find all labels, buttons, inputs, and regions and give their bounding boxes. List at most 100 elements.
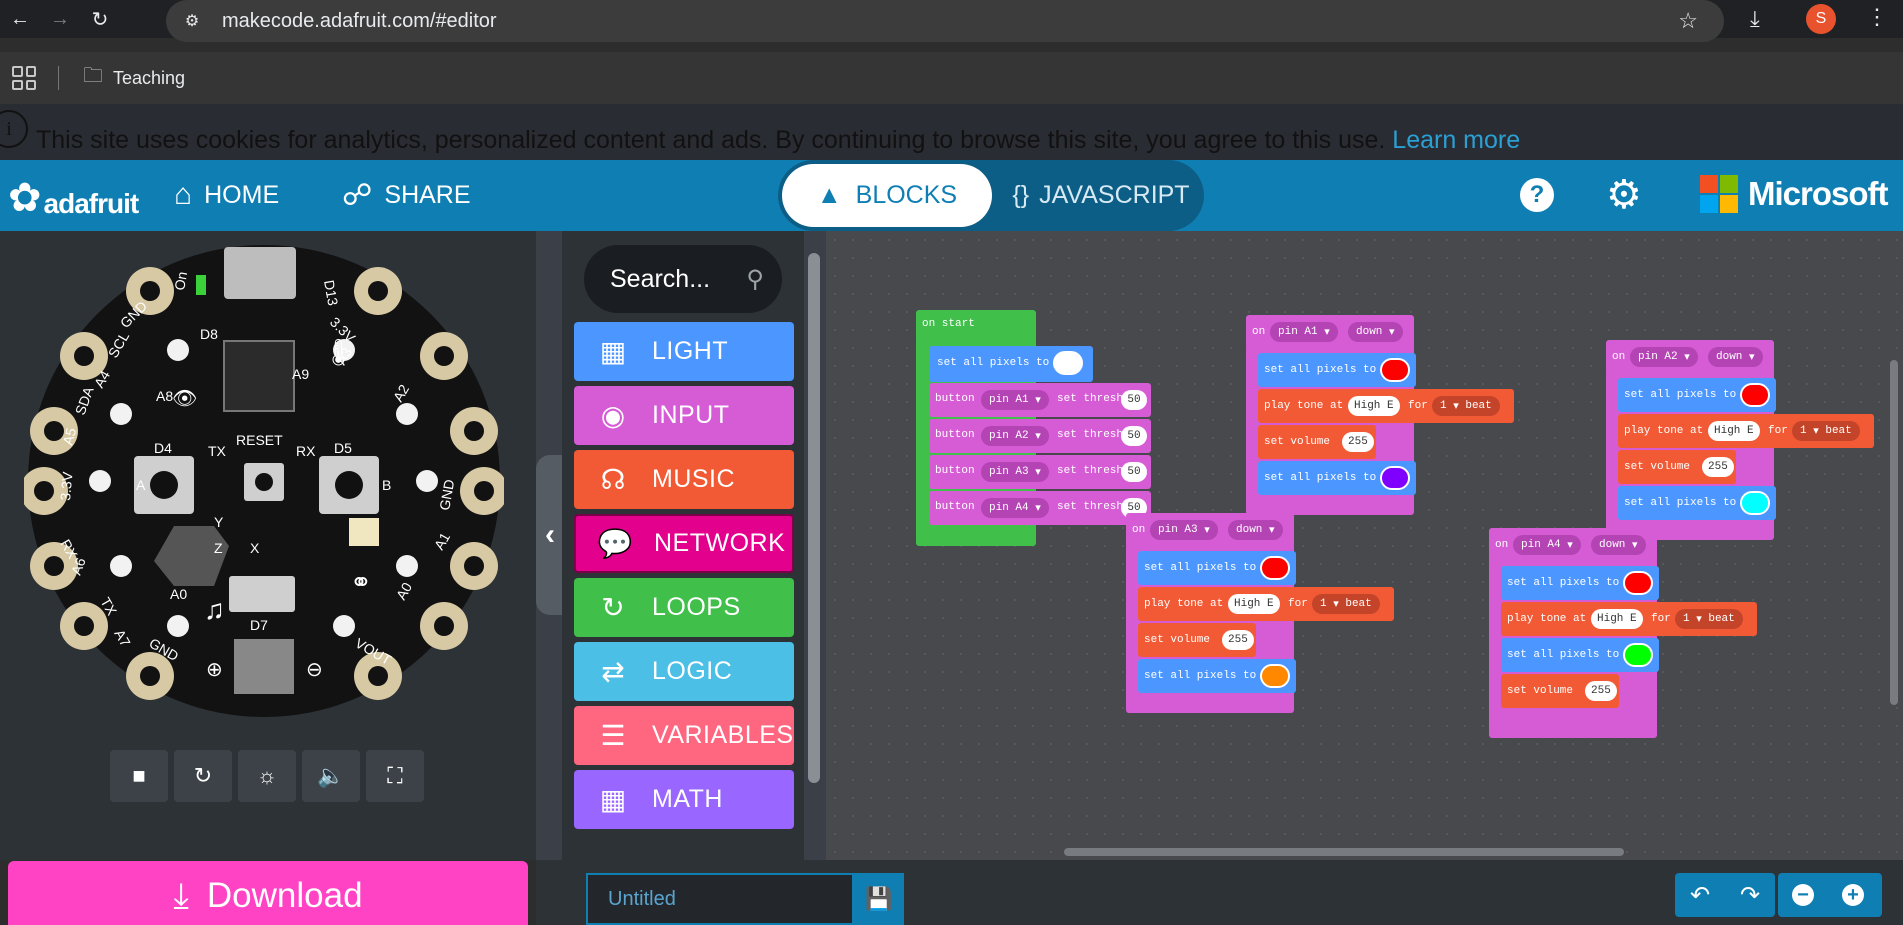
pin-dropdown[interactable]: pin A2 ▾ [981,426,1049,446]
beats-dropdown[interactable]: 1 ▾ beat [1675,609,1743,629]
slide-switch[interactable] [229,576,295,612]
address-bar[interactable]: ⚙ makecode.adafruit.com/#editor ☆ [166,0,1724,42]
set-pixels-block[interactable]: set all pixels to [1501,638,1659,672]
set-pixels-block[interactable]: set all pixels to [1258,461,1416,495]
workspace-vertical-scrollbar[interactable] [1890,360,1898,705]
pin-dropdown[interactable]: pin A3 ▾ [1150,520,1218,540]
threshold-value[interactable]: 50 [1121,462,1147,482]
volume-value[interactable]: 255 [1585,681,1617,701]
category-light[interactable]: ▦LIGHT [574,322,794,381]
pin-dropdown[interactable]: pin A1 ▾ [981,390,1049,410]
zoom-out-button[interactable]: − [1778,873,1828,917]
save-button[interactable]: 💾 [854,873,904,925]
note-value[interactable]: High E [1228,594,1280,614]
share-button[interactable]: ☍ SHARE [342,178,471,213]
on-start-hat[interactable]: on start [916,310,1036,340]
pin-dropdown[interactable]: pin A4 ▾ [981,498,1049,518]
category-loops[interactable]: ↻LOOPS [574,578,794,637]
set-pixels-block[interactable]: set all pixels to [1138,659,1296,693]
color-swatch-white[interactable] [1053,351,1083,375]
color-swatch[interactable] [1623,571,1653,595]
undo-button[interactable]: ↶ [1675,873,1725,917]
beats-dropdown[interactable]: 1 ▾ beat [1312,594,1380,614]
set-pixels-block[interactable]: set all pixels to [1618,378,1776,412]
color-swatch[interactable] [1260,664,1290,688]
learn-more-link[interactable]: Learn more [1392,126,1521,154]
bookmark-star-icon[interactable]: ☆ [1678,8,1698,33]
slow-mo-button[interactable]: ☼ [238,750,296,802]
set-pixels-block[interactable]: set all pixels to [1138,551,1296,585]
threshold-value[interactable]: 50 [1121,426,1147,446]
home-button[interactable]: ⌂ HOME [174,178,279,212]
project-name-input[interactable]: Untitled [586,873,854,925]
category-network[interactable]: 💬NETWORK [574,514,794,573]
set-pixels-block[interactable]: set all pixels to [929,346,1093,382]
bookmark-folder-teaching[interactable]: Teaching [113,67,186,88]
color-swatch[interactable] [1260,556,1290,580]
beats-dropdown[interactable]: 1 ▾ beat [1792,421,1860,441]
apps-icon[interactable] [12,66,36,90]
stop-button[interactable]: ■ [110,750,168,802]
category-music[interactable]: ☊MUSIC [574,450,794,509]
toolbox-scrollbar-thumb[interactable] [808,253,820,783]
pin-dropdown[interactable]: pin A1 ▾ [1270,322,1338,342]
zoom-in-button[interactable]: + [1828,873,1878,917]
back-icon[interactable]: ← [10,7,30,30]
pin-dropdown[interactable]: pin A3 ▾ [981,462,1049,482]
event-dropdown[interactable]: down ▾ [1708,347,1763,367]
event-dropdown[interactable]: down ▾ [1348,322,1403,342]
tab-javascript[interactable]: {} JAVASCRIPT [1006,164,1196,227]
microsoft-logo[interactable]: Microsoft [1700,175,1888,213]
pin-dropdown[interactable]: pin A4 ▾ [1513,535,1581,555]
tab-blocks[interactable]: ▲ BLOCKS [782,164,992,227]
color-swatch[interactable] [1380,466,1410,490]
folder-icon[interactable]: 🗀 [83,65,103,87]
volume-value[interactable]: 255 [1222,630,1254,650]
volume-value[interactable]: 255 [1702,457,1734,477]
note-value[interactable]: High E [1591,609,1643,629]
category-input[interactable]: ◉INPUT [574,386,794,445]
fullscreen-button[interactable]: ⛶ [366,750,424,802]
profile-avatar[interactable]: S [1806,4,1836,34]
redo-button[interactable]: ↷ [1725,873,1775,917]
reload-icon[interactable]: ↻ [91,8,109,31]
category-math[interactable]: ▦MATH [574,770,794,829]
set-pixels-block[interactable]: set all pixels to [1618,486,1776,520]
download-button[interactable]: ⤓ Download [8,861,528,925]
color-swatch[interactable] [1380,358,1410,382]
category-variables[interactable]: ☰VARIABLES [574,706,794,765]
search-box[interactable]: Search... ⚲ [584,245,782,313]
adafruit-logo[interactable]: ✿ adafruit [8,176,139,220]
search-icon[interactable]: ⚲ [746,266,764,293]
note-value[interactable]: High E [1708,421,1760,441]
beats-dropdown[interactable]: 1 ▾ beat [1432,396,1500,416]
color-swatch[interactable] [1623,643,1653,667]
color-swatch[interactable] [1740,383,1770,407]
site-info-icon[interactable]: ⚙ [184,13,200,30]
note-value[interactable]: High E [1348,396,1400,416]
restart-button[interactable]: ↻ [174,750,232,802]
collapse-simulator-button[interactable]: ‹ [536,455,564,615]
settings-gear-icon[interactable]: ⚙ [1606,173,1642,217]
set-pixels-block[interactable]: set all pixels to [1258,353,1416,387]
event-dropdown[interactable]: down ▾ [1591,535,1646,555]
help-icon[interactable]: ? [1520,178,1554,212]
circuit-playground-board[interactable]: On D13 D8 3.3V GND SCL A4 SDA A5 3.3V RX… [24,241,504,721]
set-pixels-block[interactable]: set all pixels to [1501,566,1659,600]
menu-icon[interactable]: ⋮ [1866,4,1888,29]
